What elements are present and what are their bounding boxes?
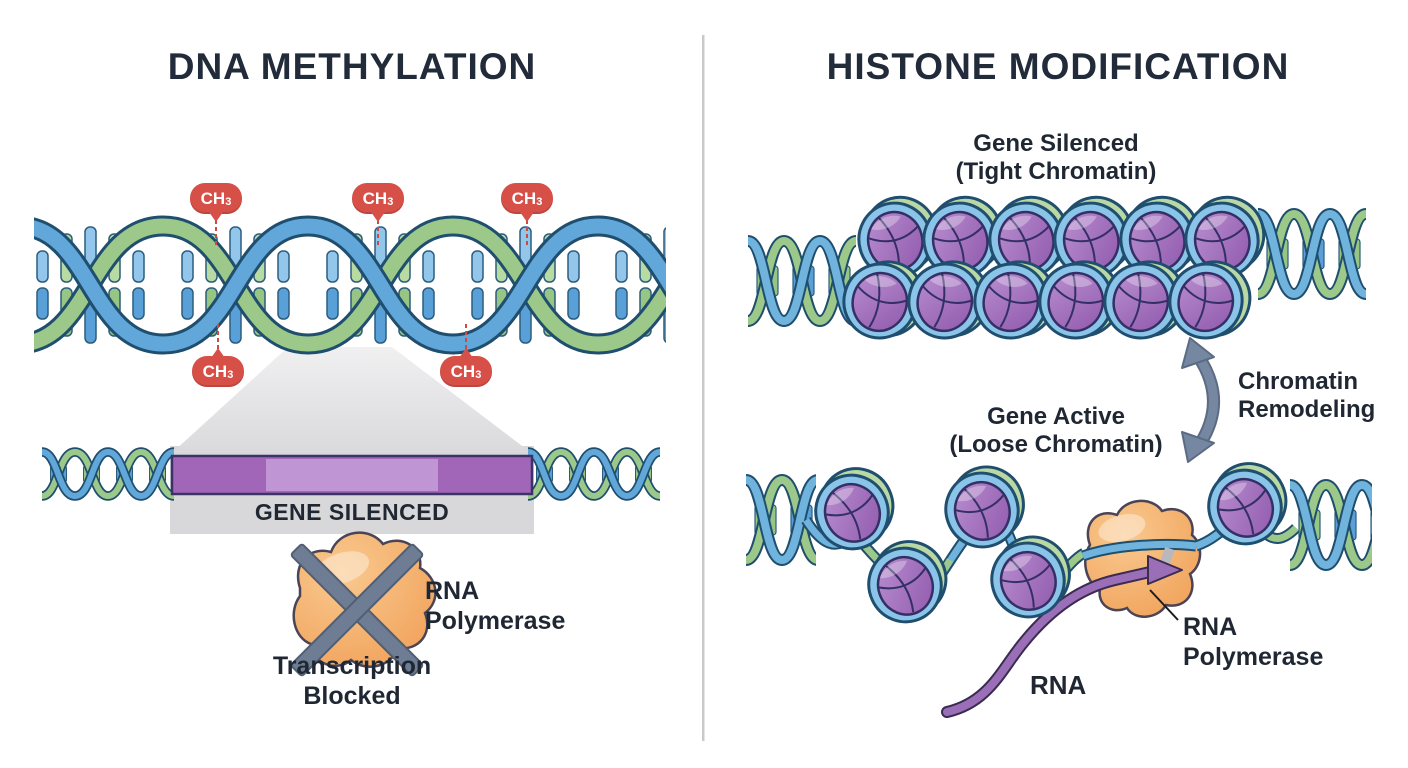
rna-polymerase-label-left: RNA Polymerase	[425, 577, 566, 635]
rna-label: RNA	[1030, 670, 1087, 700]
methyl-bond-dashes	[215, 220, 528, 350]
left-panel-title: DNA METHYLATION	[167, 46, 537, 87]
polymerase-callout-line	[1149, 589, 1179, 621]
chromatin-remodeling-arrow-icon	[1181, 337, 1220, 463]
silenced-gene-bar	[170, 454, 534, 496]
blocked-x-icon	[290, 543, 424, 677]
panel-divider	[702, 35, 705, 741]
dna-strand-left	[42, 452, 174, 496]
chromatin-remodeling-label: Chromatin Remodeling	[1238, 368, 1376, 424]
gene-silenced-tight-label: Gene Silenced (Tight Chromatin)	[955, 130, 1157, 186]
rna-polymerase-label-right: RNA Polymerase	[1183, 613, 1324, 671]
rna-strand	[941, 555, 1183, 718]
rna-polymerase-blob-active	[1084, 499, 1202, 618]
gene-silenced-label: GENE SILENCED	[254, 499, 450, 525]
dna-strand-right	[528, 452, 660, 496]
gene-active-loose-label: Gene Active (Loose Chromatin)	[949, 403, 1163, 459]
loose-chromatin	[746, 450, 1398, 718]
tight-chromatin	[748, 187, 1366, 349]
transcription-blocked-label: Transcription Blocked	[272, 652, 432, 710]
dna-double-helix	[34, 215, 666, 355]
right-panel-title: HISTONE MODIFICATION	[826, 46, 1290, 87]
